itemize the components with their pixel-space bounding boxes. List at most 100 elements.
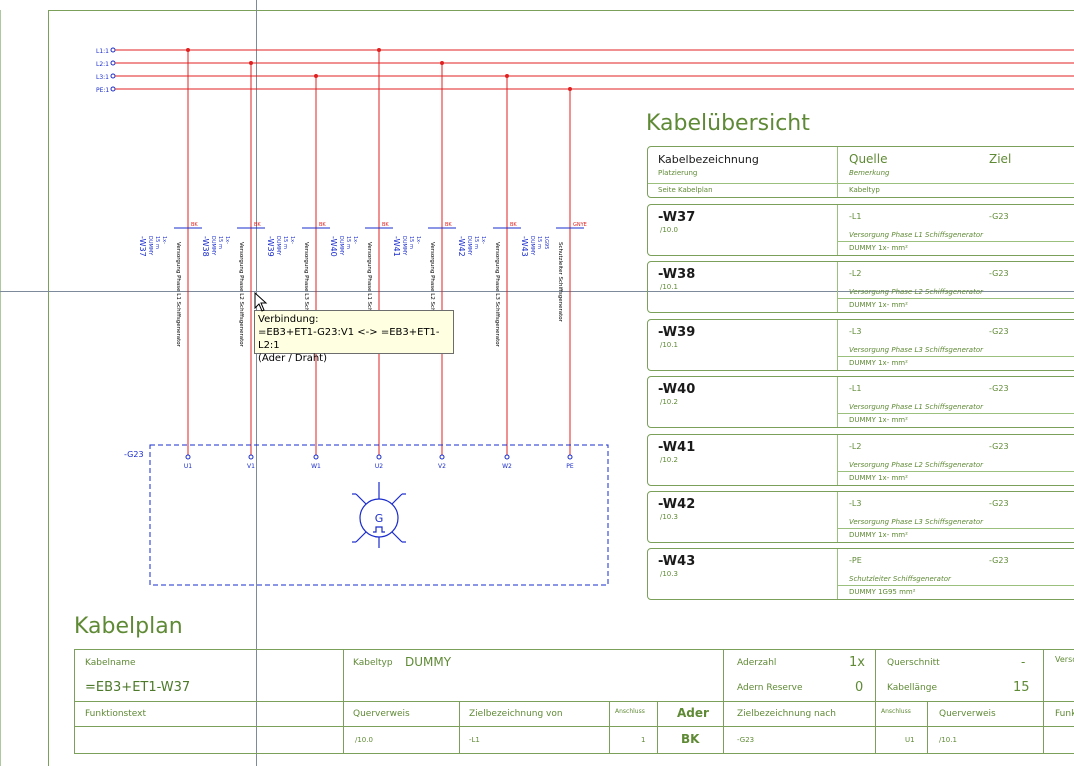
row-source: -L1 [849, 384, 862, 394]
verso-label: Verso [1055, 655, 1074, 664]
cable-description: Versorgung Phase L1 Schiffsgenerator [366, 242, 372, 348]
cable-type: DUMMY [210, 236, 216, 256]
bus-lines: L1:1L2:1L3:1PE:1 [96, 47, 1074, 94]
terminal-label: V1 [247, 463, 255, 470]
row-cable-type: DUMMY 1G95 mm² [849, 588, 916, 597]
device-terminal[interactable] [248, 454, 254, 460]
cable-name: -W43 [520, 236, 529, 257]
device-terminal[interactable] [376, 454, 382, 460]
zielbez-von-label: Zielbezeichnung von [469, 709, 563, 719]
bus-terminal[interactable] [110, 47, 116, 53]
cable-description: Versorgung Phase L2 Schiffsgenerator [238, 242, 244, 348]
device-terminal[interactable] [185, 454, 191, 460]
row-cable-name: -W41 [658, 439, 696, 455]
wire-color-label: BK [319, 222, 326, 228]
cable-cores: 1x- [161, 236, 167, 244]
cable-name: -W38 [201, 236, 210, 257]
kabellaenge-value: 15 [1013, 680, 1030, 695]
cable-type: DUMMY [147, 236, 153, 256]
row-querverweis: /10.0 [355, 736, 373, 744]
generator-symbol[interactable] [352, 482, 406, 548]
cable-type: DUMMY [275, 236, 281, 256]
terminal-label: W2 [502, 463, 512, 470]
row-target: -G23 [989, 384, 1009, 394]
cable-length: 15 m [217, 236, 223, 249]
aderzahl-value: 1x [849, 655, 865, 670]
wire-color-label: GNYE [573, 222, 587, 228]
header-quelle: Quelle [849, 152, 888, 166]
bus-label: L3:1 [96, 74, 109, 81]
overview-title: Kabelübersicht [646, 111, 810, 136]
cable-cores: 1G95 [543, 236, 549, 249]
bus-terminal[interactable] [110, 86, 116, 92]
bus-terminal[interactable] [110, 60, 116, 66]
header-platzierung: Platzierung [658, 169, 698, 177]
header-ziel: Ziel [989, 152, 1012, 166]
row-source: -L3 [849, 326, 862, 336]
cable-type: DUMMY [338, 236, 344, 256]
cable-length: 15 m [154, 236, 160, 249]
kabeltyp-value: DUMMY [405, 655, 452, 669]
frame-left [48, 10, 49, 766]
row-page: /10.1 [660, 283, 678, 292]
cable-name: -W41 [392, 236, 401, 257]
row-page: /10.3 [660, 570, 678, 579]
frame-inner-left [0, 10, 1, 766]
wire-color-label: BK [191, 222, 198, 228]
kabelname-label: Kabelname [85, 658, 136, 668]
cable-name: -W40 [329, 236, 338, 257]
device-terminal[interactable] [567, 454, 573, 460]
tooltip-line-2: =EB3+ET1-G23:V1 <-> =EB3+ET1-L2:1 [258, 327, 440, 351]
kabelplan-title: Kabelplan [74, 614, 183, 639]
funk-label: Funk [1055, 709, 1074, 719]
adern-reserve-value: 0 [855, 680, 864, 695]
mouse-pointer-icon [254, 292, 268, 312]
cable-desc-text: Versorgung Phase L1 Schiffsgenerator [366, 242, 372, 348]
adern-reserve-label: Adern Reserve [737, 683, 803, 693]
connection-tooltip: Verbindung: =EB3+ET1-G23:V1 <-> =EB3+ET1… [254, 310, 454, 364]
cable-desc-text: Versorgung Phase L1 Schiffsgenerator [175, 242, 181, 348]
device-terminal[interactable] [439, 454, 445, 460]
cable-description: Schutzleiter Schiffsgenerator [557, 242, 563, 323]
kabelname-value: =EB3+ET1-W37 [85, 680, 191, 695]
cable-cores: 1x- [480, 236, 486, 244]
bus-terminal[interactable] [110, 73, 116, 79]
cable-description: Versorgung Phase L2 Schiffsgenerator [429, 242, 435, 348]
device-terminal[interactable] [313, 454, 319, 460]
bus-label: PE:1 [96, 87, 109, 94]
row-remark: Versorgung Phase L3 Schiffsgenerator [849, 345, 983, 354]
terminal-label: PE [566, 463, 574, 470]
querschnitt-value: - [1021, 655, 1026, 669]
terminal-label: V2 [438, 463, 446, 470]
tooltip-line-3: (Ader / Draht) [258, 353, 328, 364]
zielbez-nach-label: Zielbezeichnung nach [737, 709, 836, 719]
cable-name: -W42 [457, 236, 466, 257]
device-box[interactable] [149, 444, 609, 586]
device-terminal[interactable] [504, 454, 510, 460]
row-target: -G23 [989, 269, 1009, 279]
cable-cores: 1x- [352, 236, 358, 244]
wire-color-label: BK [445, 222, 452, 228]
cable-desc-text: Versorgung Phase L2 Schiffsgenerator [429, 242, 435, 348]
cable-length: 15 m [408, 236, 414, 249]
terminal-label: U1 [184, 463, 192, 470]
header-bemerkung: Bemerkung [849, 169, 890, 177]
crosshair-horizontal [0, 291, 1074, 292]
cable-length: 15 m [345, 236, 351, 249]
